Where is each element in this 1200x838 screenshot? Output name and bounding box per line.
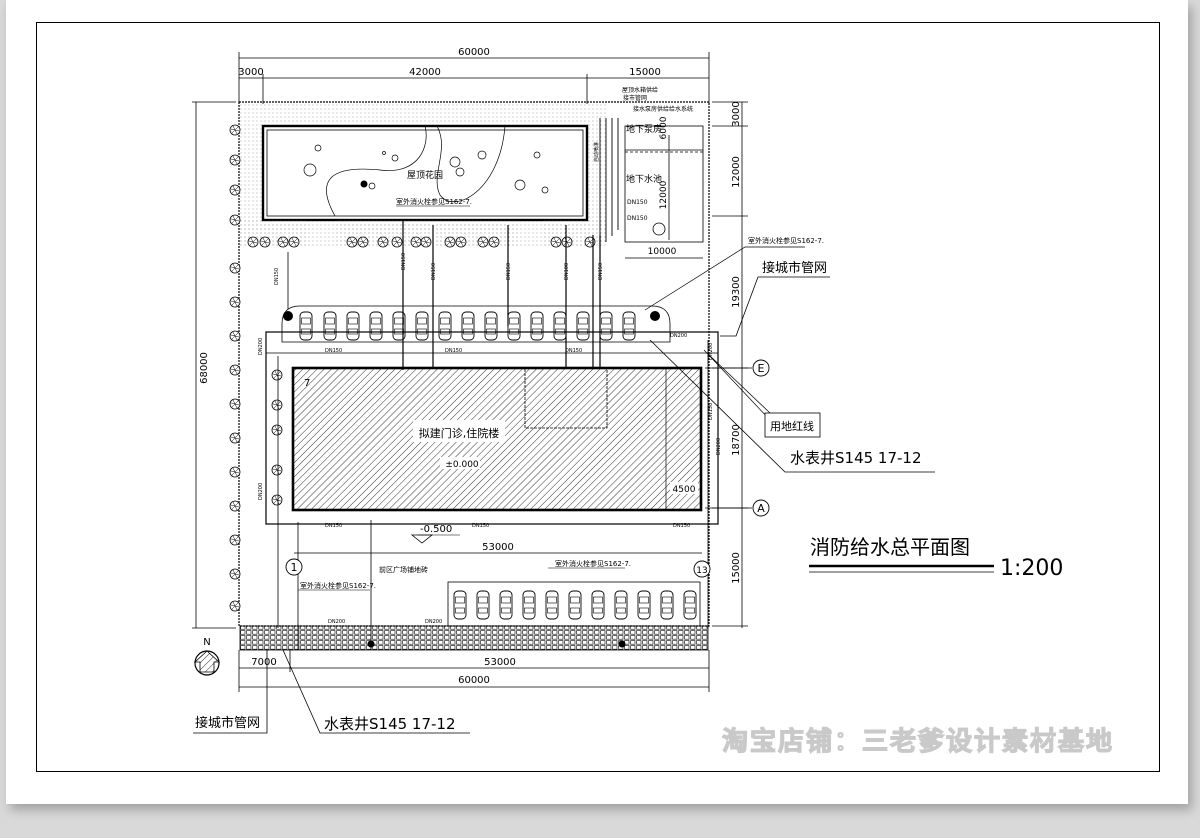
dim-top-mid: 42000 xyxy=(409,67,441,78)
dim-right-b: 12000 xyxy=(731,156,742,188)
axis-bubble-1: 1 xyxy=(285,558,303,576)
pump-room-label: 地下泵房 xyxy=(626,123,662,135)
drawing-scale: 1:200 xyxy=(1000,556,1063,581)
hydrant-note-west: 室外消火栓参见S162-7. xyxy=(300,581,376,590)
dim-right-d: 18700 xyxy=(731,424,742,456)
svg-text:DN200: DN200 xyxy=(716,438,722,455)
svg-text:自动喷淋: 自动喷淋 xyxy=(593,142,600,162)
dim-bottom-total: 60000 xyxy=(458,675,490,686)
dim-top-total: 60000 xyxy=(458,47,490,58)
building-label-bg xyxy=(413,420,505,442)
svg-text:DN200: DN200 xyxy=(670,333,687,339)
svg-text:1: 1 xyxy=(291,561,298,574)
svg-text:DN150: DN150 xyxy=(445,348,462,354)
north-arrow-icon xyxy=(193,650,221,676)
hydrant-note-south: 室外消火栓参见S162-7. xyxy=(555,559,631,568)
svg-text:DN150: DN150 xyxy=(708,403,714,420)
building-setback xyxy=(524,367,608,429)
svg-text:DN150: DN150 xyxy=(401,253,407,270)
svg-text:6000: 6000 xyxy=(659,116,669,139)
axis-bubble-A: A xyxy=(705,499,770,517)
roof-garden-label: 屋顶花园 xyxy=(407,169,443,181)
watermark: 淘宝店铺：三老爹设计素材基地 xyxy=(722,726,1114,757)
building-mark: 7 xyxy=(304,378,310,389)
dim-axis-span: 53000 xyxy=(482,542,514,553)
dim-bottom-left: 7000 xyxy=(251,657,276,668)
drawing-frame xyxy=(36,22,1160,772)
svg-text:DN150: DN150 xyxy=(472,523,489,529)
svg-text:接市管网: 接市管网 xyxy=(623,94,647,102)
svg-text:DN200: DN200 xyxy=(708,343,714,360)
red-line-label: 用地红线 xyxy=(770,419,814,433)
hydrant-note-east: 室外消火栓参见S162-7. xyxy=(748,236,824,245)
south-parking-cars xyxy=(447,581,701,627)
axis-bubble-E: E xyxy=(705,359,770,377)
svg-text:10000: 10000 xyxy=(648,247,677,257)
dim-left-total: 68000 xyxy=(199,352,210,384)
fire-water-ring-main xyxy=(265,220,719,650)
building-label: 拟建门诊,住院楼 xyxy=(419,426,500,440)
drawing-title: 消防给水总平面图 xyxy=(810,535,970,559)
svg-text:DN200: DN200 xyxy=(328,619,345,625)
svg-text:DN200: DN200 xyxy=(258,483,264,500)
city-main-right-label: 接城市管网 xyxy=(762,260,827,276)
north-parking-area xyxy=(281,305,671,343)
dim-right-e: 15000 xyxy=(731,552,742,584)
svg-text:DN150: DN150 xyxy=(431,263,437,280)
elevation-minus: -0.500 xyxy=(420,524,452,535)
south-paving xyxy=(239,625,709,651)
top-dimensions xyxy=(238,52,710,104)
roof-garden xyxy=(261,124,589,222)
svg-text:DN150: DN150 xyxy=(506,263,512,280)
svg-text:DN150: DN150 xyxy=(325,348,342,354)
city-main-left-label: 接城市管网 xyxy=(195,715,260,731)
svg-text:E: E xyxy=(758,362,765,375)
svg-text:DN150: DN150 xyxy=(673,523,690,529)
dim-inset: 4500 xyxy=(673,485,696,495)
north-label: N xyxy=(203,637,210,648)
hydrant-note-top: 室外消火栓参见S162-7. xyxy=(396,197,472,206)
svg-text:DN200: DN200 xyxy=(258,338,264,355)
plaza-label: 前区广场铺地砖 xyxy=(379,565,428,574)
red-line-callout xyxy=(764,412,821,438)
svg-text:12000: 12000 xyxy=(659,180,669,209)
svg-text:13: 13 xyxy=(696,566,707,576)
svg-text:A: A xyxy=(757,502,765,515)
svg-text:DN150: DN150 xyxy=(565,348,582,354)
dim-top-right: 15000 xyxy=(629,67,661,78)
pool-label: 地下水池 xyxy=(626,173,662,185)
dim-bottom-right: 53000 xyxy=(484,657,516,668)
meter-right-label: 水表井S145 17-12 xyxy=(790,449,922,467)
svg-text:DN150: DN150 xyxy=(627,199,648,206)
svg-text:接水泵房供给给水系统: 接水泵房供给给水系统 xyxy=(633,105,693,113)
left-dimension xyxy=(192,101,236,629)
bottom-dimensions xyxy=(238,650,710,692)
svg-text:DN150: DN150 xyxy=(274,268,280,285)
meter-left-label: 水表井S145 17-12 xyxy=(324,715,456,733)
axis-bubble-13: 13 xyxy=(693,560,711,578)
hydrant-icon xyxy=(283,311,293,321)
north-parking-cars xyxy=(299,311,636,341)
svg-text:DN200: DN200 xyxy=(425,619,442,625)
dim-right-c: 19300 xyxy=(731,276,742,308)
svg-text:DN150: DN150 xyxy=(598,263,604,280)
dim-right-a: 3000 xyxy=(731,101,742,126)
elevation-zero: ±0.000 xyxy=(445,460,479,470)
dim-top-left: 3000 xyxy=(238,67,263,78)
hydrant-icon xyxy=(650,311,660,321)
svg-text:屋顶水箱供给: 屋顶水箱供给 xyxy=(622,86,658,94)
svg-text:DN100: DN100 xyxy=(564,263,570,280)
svg-text:DN150: DN150 xyxy=(627,215,648,222)
pump-room-pool xyxy=(599,118,704,259)
svg-text:DN150: DN150 xyxy=(325,523,342,529)
